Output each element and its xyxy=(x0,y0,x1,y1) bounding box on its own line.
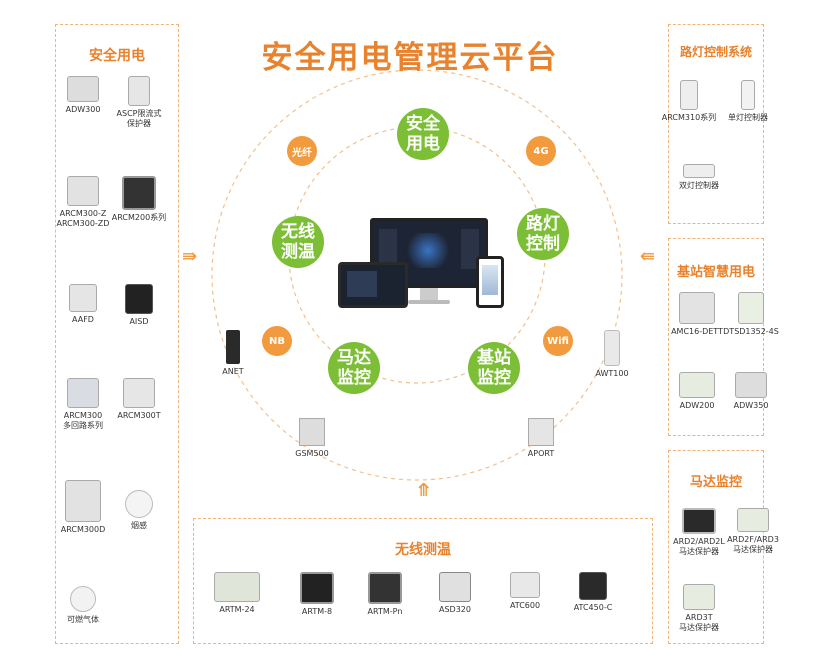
tablet xyxy=(338,262,408,308)
panel-motor: 马达监控 xyxy=(668,450,764,644)
device-artm-pn[interactable]: ARTM-Pn xyxy=(350,572,420,617)
dual-light-image xyxy=(683,164,715,178)
monitor-stand xyxy=(420,288,438,300)
panel-safety-power: 安全用电 xyxy=(55,24,179,644)
device-single-light-controller[interactable]: 单灯控制器 xyxy=(718,80,778,123)
device-arcm300t[interactable]: ARCM300T xyxy=(94,378,184,421)
device-atc600[interactable]: ATC600 xyxy=(490,572,560,611)
device-ard3t[interactable]: ARD3T 马达保护器 xyxy=(664,584,734,633)
panel-street-light: 路灯控制系统 xyxy=(668,24,764,224)
arcm300-multi-image xyxy=(67,378,99,408)
arrow-right-icon: ⇛ xyxy=(182,246,198,267)
device-smoke-sensor[interactable]: 烟感 xyxy=(94,490,184,531)
adw350-image xyxy=(735,372,767,398)
arrow-left-icon: ⇚ xyxy=(640,246,656,267)
monitor-base xyxy=(408,300,450,304)
ard2f-image xyxy=(737,508,769,532)
ard3t-image xyxy=(683,584,715,610)
device-dtsd1352[interactable]: DTSD1352-4S xyxy=(720,292,782,337)
device-arcm200[interactable]: ARCM200系列 xyxy=(94,176,184,223)
comm-4g: 4G xyxy=(526,136,556,166)
device-arcm300z[interactable]: ARCM300-Z ARCM300-ZD xyxy=(38,176,128,229)
device-atc450-c[interactable]: ATC450-C xyxy=(558,572,628,613)
arrow-up-icon: ⤊ xyxy=(416,480,432,501)
atc450-c-image xyxy=(579,572,607,600)
atc600-image xyxy=(510,572,540,598)
panel-title: 路灯控制系统 xyxy=(679,45,752,59)
gateway-awt100: AWT100 xyxy=(567,330,657,379)
comm-wifi: Wifi xyxy=(543,326,573,356)
arcm300t-image xyxy=(123,378,155,408)
smoke-sensor-image xyxy=(125,490,153,518)
device-asd320[interactable]: ASD320 xyxy=(420,572,490,615)
artm-24-image xyxy=(214,572,260,602)
device-ard2[interactable]: ARD2/ARD2L 马达保护器 xyxy=(664,508,734,557)
panel-wireless-temp: 无线测温 xyxy=(193,518,653,644)
adw300-image xyxy=(67,76,99,102)
asd320-image xyxy=(439,572,471,602)
ard2-image xyxy=(682,508,716,534)
device-ard2f[interactable]: ARD2F/ARD3 马达保护器 xyxy=(722,508,784,555)
page-title: 安全用电管理云平台 xyxy=(261,40,559,76)
dtsd1352-image xyxy=(738,292,764,324)
device-artm-8[interactable]: ARTM-8 xyxy=(282,572,352,617)
device-aafd[interactable]: AAFD xyxy=(38,284,128,325)
platform-screens-image xyxy=(338,218,508,310)
gas-sensor-image xyxy=(70,586,96,612)
device-adw300[interactable]: ADW300 xyxy=(38,76,128,115)
device-gas-sensor[interactable]: 可燃气体 xyxy=(38,586,128,625)
arcm300d-image xyxy=(65,480,101,522)
aafd-image xyxy=(69,284,97,312)
panel-title: 无线测温 xyxy=(395,542,451,558)
panel-base-station: 基站智慧用电 xyxy=(668,238,764,436)
aisd-image xyxy=(125,284,153,314)
panel-title: 马达监控 xyxy=(689,475,742,490)
device-aisd[interactable]: AISD xyxy=(94,284,184,327)
module-wireless-temp[interactable]: 无线 测温 xyxy=(272,216,324,268)
gsm500-device-image xyxy=(299,418,325,446)
outer-ring xyxy=(211,69,623,481)
device-adw350[interactable]: ADW350 xyxy=(720,372,782,411)
module-safety-power[interactable]: 安全 用电 xyxy=(397,108,449,160)
device-amc16-dett[interactable]: AMC16-DETT xyxy=(662,292,732,337)
gateway-gsm500: GSM500 xyxy=(267,418,357,459)
comm-fiber: 光纤 xyxy=(287,136,317,166)
module-motor[interactable]: 马达 监控 xyxy=(328,342,380,394)
awt100-device-image xyxy=(604,330,620,366)
artm-8-image xyxy=(300,572,334,604)
arcm300z-image xyxy=(67,176,99,206)
ascp-image xyxy=(128,76,150,106)
device-ascp[interactable]: ASCP限流式 保护器 xyxy=(94,76,184,129)
module-base-station[interactable]: 基站 监控 xyxy=(468,342,520,394)
arcm310-image xyxy=(680,80,698,110)
comm-nb: NB xyxy=(262,326,292,356)
device-arcm310[interactable]: ARCM310系列 xyxy=(654,80,724,123)
device-artm-24[interactable]: ARTM-24 xyxy=(202,572,272,615)
device-arcm300d[interactable]: ARCM300D xyxy=(38,480,128,535)
gateway-aport: APORT xyxy=(496,418,586,459)
device-adw200[interactable]: ADW200 xyxy=(662,372,732,411)
aport-device-image xyxy=(528,418,554,446)
panel-title: 安全用电 xyxy=(89,48,145,64)
phone xyxy=(476,256,504,308)
device-dual-light-controller[interactable]: 双灯控制器 xyxy=(664,164,734,191)
panel-title: 基站智慧用电 xyxy=(676,265,755,280)
anet-device-image xyxy=(226,330,240,364)
device-arcm300-multi[interactable]: ARCM300 多回路系列 xyxy=(38,378,128,431)
gateway-anet: ANET xyxy=(188,330,278,377)
adw200-image xyxy=(679,372,715,398)
arcm200-image xyxy=(122,176,156,210)
artm-pn-image xyxy=(368,572,402,604)
module-street-light[interactable]: 路灯 控制 xyxy=(517,208,569,260)
single-light-image xyxy=(741,80,755,110)
amc16-dett-image xyxy=(679,292,715,324)
